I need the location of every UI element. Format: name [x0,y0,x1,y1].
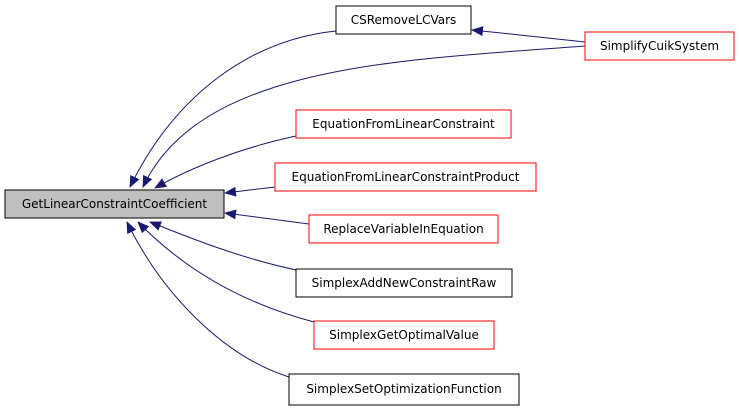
edge-simplify-cuik-system-to-root [142,45,586,188]
edge-simplex-add-new-constraint-raw-to-root [149,221,297,271]
node-label-simplify-cuik-system: SimplifyCuikSystem [600,39,719,53]
node-label-replace-variable-in-equation: ReplaceVariableInEquation [323,222,483,236]
node-equation-from-linear-constraint[interactable]: EquationFromLinearConstraint [295,109,512,139]
node-simplex-set-optimization-function[interactable]: SimplexSetOptimizationFunction [288,373,520,406]
node-simplex-add-new-constraint-raw[interactable]: SimplexAddNewConstraintRaw [295,268,513,298]
node-replace-variable-in-equation[interactable]: ReplaceVariableInEquation [308,214,499,244]
node-label-simplex-add-new-constraint-raw: SimplexAddNewConstraintRaw [312,276,497,290]
node-get-linear-constraint-coefficient[interactable]: GetLinearConstraintCoefficient [4,189,225,219]
edge-simplify-cuik-system-to-cs-remove-lc-vars [471,26,586,43]
node-simplify-cuik-system[interactable]: SimplifyCuikSystem [584,31,735,61]
node-label-root: GetLinearConstraintCoefficient [22,197,208,211]
node-simplex-get-optimal-value[interactable]: SimplexGetOptimalValue [313,320,495,350]
node-label-simplex-get-optimal-value: SimplexGetOptimalValue [329,328,479,342]
node-label-equation-from-linear-constraint-product: EquationFromLinearConstraintProduct [292,170,520,184]
edge-simplex-get-optimal-value-to-root [137,221,315,323]
edge-simplex-set-optimization-function-to-root [126,221,290,378]
edge-replace-variable-in-equation-to-root [224,209,310,225]
edges-group [126,26,586,378]
node-label-cs-remove-lc-vars: CSRemoveLCVars [351,13,457,27]
edge-cs-remove-lc-vars-to-root [129,30,337,188]
edge-equation-from-linear-constraint-to-root [154,135,297,189]
node-cs-remove-lc-vars[interactable]: CSRemoveLCVars [335,5,472,35]
node-label-equation-from-linear-constraint: EquationFromLinearConstraint [312,117,495,131]
edge-equation-from-linear-constraint-product-to-root [224,186,276,197]
node-equation-from-linear-constraint-product[interactable]: EquationFromLinearConstraintProduct [274,162,537,192]
node-label-simplex-set-optimization-function: SimplexSetOptimizationFunction [306,382,501,396]
